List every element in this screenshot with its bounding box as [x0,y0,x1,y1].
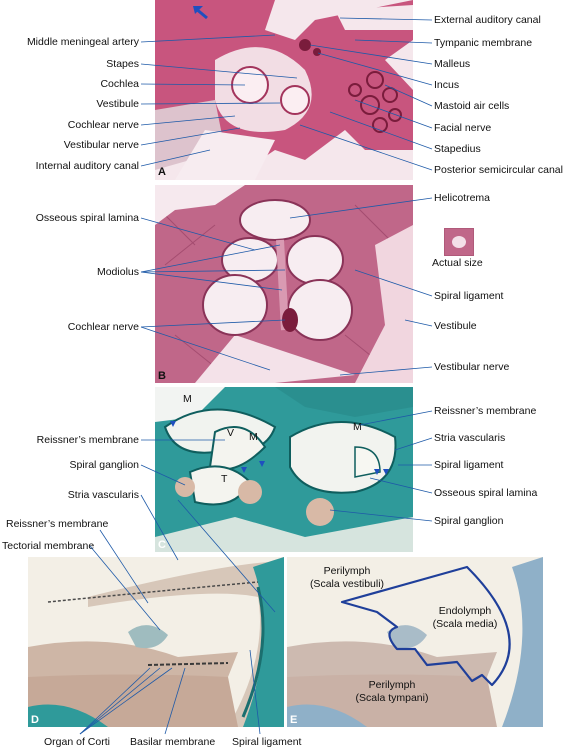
e-scala-media: Endolymph (Scala media) [425,605,505,631]
panel-c-micrograph: M V M T M [155,387,413,552]
label-a-mastoid-air-cells: Mastoid air cells [434,100,510,112]
label-a-middle-meningeal-artery: Middle meningeal artery [26,36,139,48]
label-c-stria-vascularis: Stria vascularis [67,489,139,501]
panel-b-micrograph [155,185,413,383]
label-a-malleus: Malleus [434,58,471,70]
label-b-vestibular-nerve: Vestibular nerve [434,361,510,373]
panel-b-letter: B [158,370,166,382]
actual-size-thumbnail [444,228,474,256]
label-b-cochlear-nerve: Cochlear nerve [67,321,139,333]
panel-c-letter: C [158,539,166,551]
label-a-vestibule: Vestibule [96,98,139,110]
label-a-cochlear-nerve: Cochlear nerve [67,119,139,131]
panel-d-micrograph [28,557,284,727]
label-c-spiral-ligament: Spiral ligament [434,459,504,471]
e-scala-tympani-line1: Perilymph [368,679,416,691]
label-d-basilar-membrane: Basilar membrane [130,736,216,748]
label-a-facial-nerve: Facial nerve [434,122,492,134]
c-label-t: T [221,473,228,485]
e-scala-media-line1: Endolymph [438,605,492,617]
label-a-internal-auditory-canal: Internal auditory canal [35,160,139,172]
c-label-v: V [227,427,235,439]
label-a-tympanic-membrane: Tympanic membrane [434,37,533,49]
actual-size-label: Actual size [432,257,483,269]
panel-e-letter: E [290,714,298,726]
label-b-vestibule: Vestibule [434,320,477,332]
label-a-external-auditory-canal: External auditory canal [434,14,541,26]
label-c-spiral-ganglion: Spiral ganglion [69,459,139,471]
panel-d-letter: D [31,714,39,726]
label-d-reissners-membrane: Reissner’s membrane [6,518,109,530]
label-c-osseous-spiral-lamina: Osseous spiral lamina [434,487,538,499]
e-scala-tympani-line2: (Scala tympani) [355,692,429,704]
e-scala-tympani: Perilymph (Scala tympani) [347,679,437,705]
label-b-modiolus: Modiolus [96,266,139,278]
panel-a-letter: A [158,166,166,178]
label-a-incus: Incus [434,79,460,91]
c-label-m2: M [249,431,258,443]
label-b-helicotrema: Helicotrema [434,192,491,204]
c-label-m3: M [353,421,362,433]
label-a-stapes: Stapes [106,58,139,70]
c-label-m1: M [183,393,192,405]
label-a-posterior-semicircular-canal: Posterior semicircular canal [434,164,563,176]
e-scala-vestibuli-line1: Perilymph [323,565,371,577]
label-a-stapedius: Stapedius [434,143,481,155]
label-d-organ-of-corti: Organ of Corti [44,736,110,748]
label-c-reissners-membrane: Reissner’s membrane [36,434,139,446]
label-c-spiral-ganglion-right: Spiral ganglion [434,515,504,527]
panel-e-micrograph: Perilymph (Scala vestibuli) Endolymph (S… [287,557,543,727]
label-d-tectorial-membrane: Tectorial membrane [2,540,95,552]
label-b-spiral-ligament: Spiral ligament [434,290,504,302]
e-scala-media-line2: (Scala media) [432,618,498,630]
e-scala-vestibuli-line2: (Scala vestibuli) [309,578,385,590]
e-scala-vestibuli: Perilymph (Scala vestibuli) [307,565,387,591]
label-d-spiral-ligament: Spiral ligament [232,736,302,748]
label-a-vestibular-nerve: Vestibular nerve [63,139,139,151]
label-c-reissners-membrane-right: Reissner’s membrane [434,405,537,417]
panel-a-micrograph [155,0,413,180]
label-b-osseous-spiral-lamina: Osseous spiral lamina [35,212,139,224]
label-a-cochlea: Cochlea [100,78,139,90]
label-c-stria-vascularis-right: Stria vascularis [434,432,506,444]
